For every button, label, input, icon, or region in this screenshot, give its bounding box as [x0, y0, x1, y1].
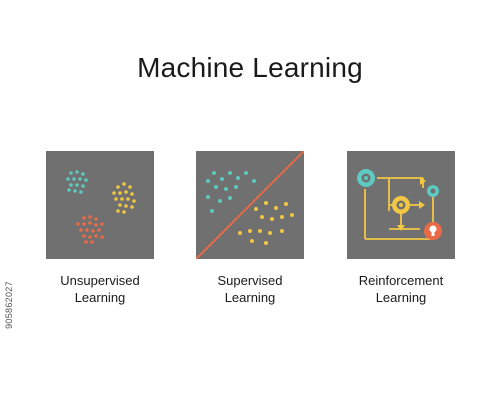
reinforcement-learning-illustration	[347, 151, 455, 259]
unsupervised-caption: Unsupervised Learning	[30, 272, 170, 306]
supervised-caption: Supervised Learning	[180, 272, 320, 306]
small-teal-target-icon	[427, 185, 439, 197]
supervised-learning-illustration	[196, 151, 304, 259]
unsupervised-learning-illustration	[46, 151, 154, 259]
orange-lightbulb-icon	[424, 222, 442, 240]
teal-gear-icon	[357, 169, 375, 187]
caption-line: Supervised	[217, 273, 283, 288]
caption-line: Reinforcement	[358, 273, 444, 288]
caption-line: Learning	[74, 290, 126, 305]
side-credit: 905862027	[4, 281, 14, 329]
classification-graphic	[196, 151, 304, 259]
decision-boundary-line	[196, 151, 304, 259]
page-title: Machine Learning	[137, 52, 363, 83]
yellow-class	[238, 201, 294, 245]
clusters-graphic	[66, 170, 136, 244]
caption-line: Learning	[375, 290, 427, 305]
caption-line: Unsupervised	[60, 273, 140, 288]
yellow-gear-icon	[392, 196, 410, 214]
orange-cluster	[76, 215, 104, 244]
caption-line: Learning	[224, 290, 276, 305]
reinforcement-caption: Reinforcement Learning	[331, 272, 471, 306]
teal-class	[206, 171, 256, 213]
teal-cluster	[66, 170, 88, 194]
yellow-cluster	[112, 182, 136, 214]
feedback-loop-graphic	[357, 169, 442, 240]
